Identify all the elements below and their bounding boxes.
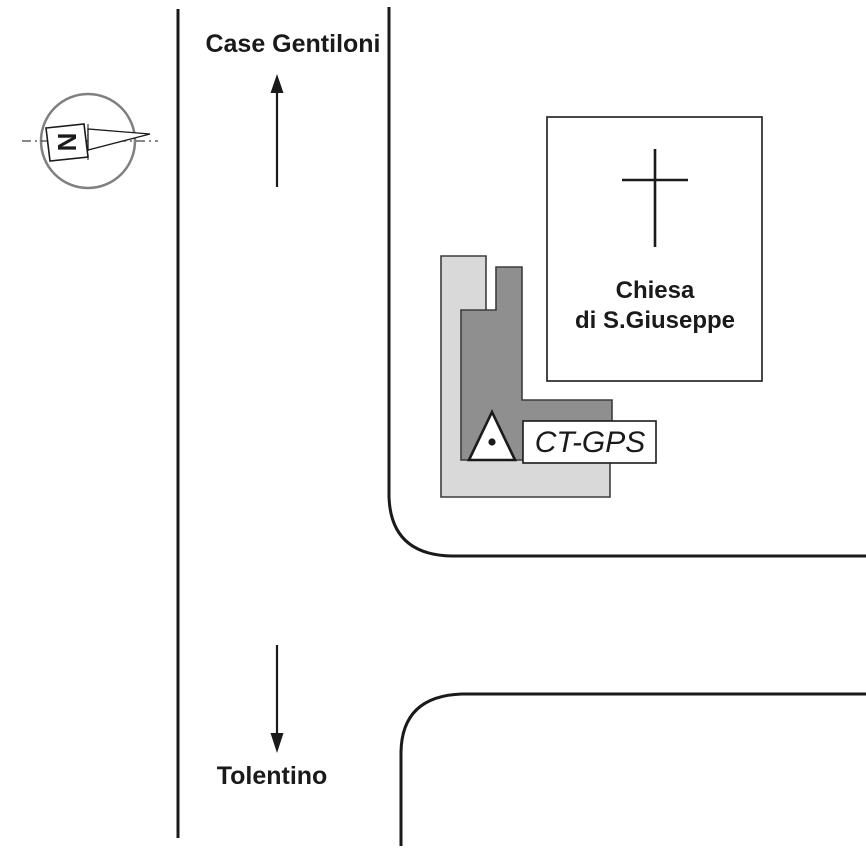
roads bbox=[176, 7, 866, 846]
top-destination-label: Case Gentiloni bbox=[205, 30, 380, 58]
north-needle-icon bbox=[87, 128, 151, 151]
station-label: CT-GPS bbox=[535, 426, 646, 459]
station-label-box bbox=[522, 420, 657, 464]
road-upper-right-corner bbox=[387, 7, 866, 558]
church-label-line1: Chiesa bbox=[616, 277, 695, 304]
compass-letter-plate bbox=[45, 123, 89, 162]
station-triangle-marker-icon bbox=[466, 408, 518, 462]
gps-station: CT-GPS bbox=[466, 408, 657, 464]
compass-rose: N bbox=[22, 92, 158, 190]
bottom-destination-label: Tolentino bbox=[217, 762, 328, 790]
station-point-dot bbox=[488, 438, 496, 446]
cross-icon bbox=[622, 149, 688, 247]
arrow-up-icon bbox=[270, 74, 284, 93]
direction-top: Case Gentiloni bbox=[205, 30, 381, 187]
road-lower-right-corner bbox=[399, 692, 866, 846]
arrow-down-icon bbox=[270, 733, 284, 753]
direction-bottom: Tolentino bbox=[217, 645, 328, 790]
church-label-line2: di S.Giuseppe bbox=[575, 307, 735, 334]
compass-north-letter: N bbox=[52, 133, 82, 152]
church-block: Chiesa di S.Giuseppe bbox=[546, 116, 763, 382]
